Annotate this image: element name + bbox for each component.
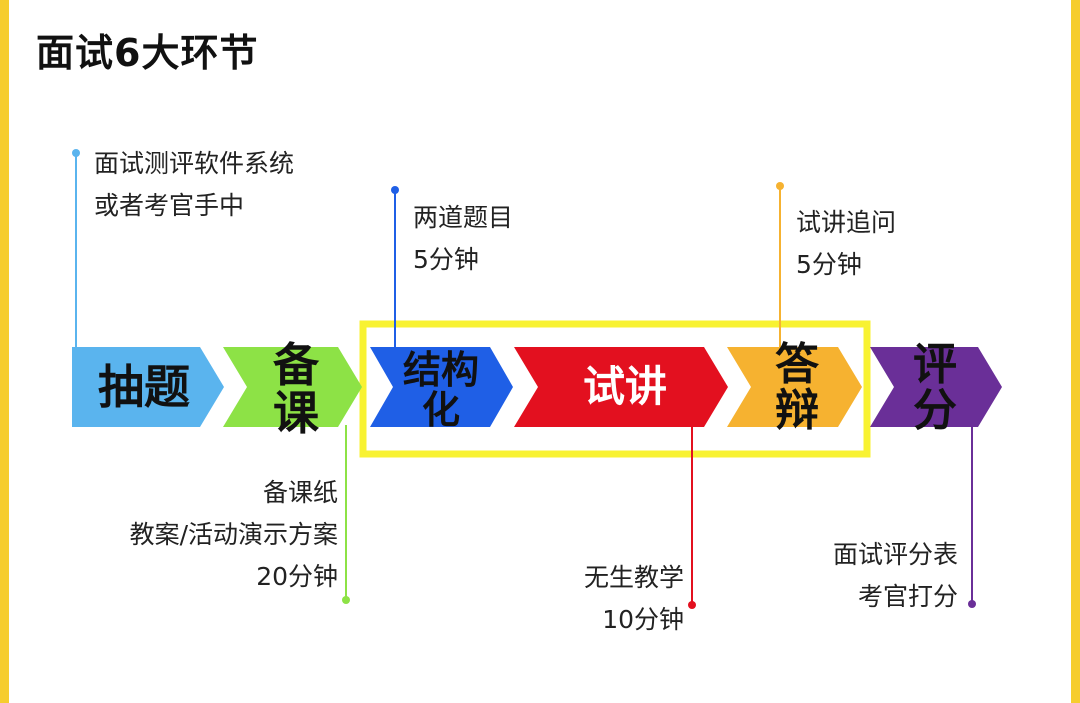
- stage-label-dabian-line2: 辩: [775, 385, 819, 436]
- note-pingfen-line2: 考官打分: [857, 582, 958, 611]
- note-beike: 备课纸 教案/活动演示方案 20分钟: [130, 472, 338, 598]
- frame-right-border: [1071, 0, 1080, 703]
- frame-left-border: [0, 0, 9, 703]
- stage-arrow-choupi: [72, 347, 224, 427]
- stage-label-choupi-line1: 抽题: [98, 359, 190, 414]
- connector-dot-jiegouhua: [391, 186, 399, 194]
- stage-label-beike: 备课: [248, 337, 344, 441]
- stage-label-dabian: 答辩: [750, 334, 844, 442]
- diagram-title: 面试6大环节: [36, 31, 259, 75]
- connector-dot-beike: [342, 596, 350, 604]
- stage-arrow-jiegouhua: [370, 347, 513, 427]
- stage-label-beike-line1: 备: [273, 337, 319, 392]
- connector-dot-dabian: [776, 182, 784, 190]
- note-shijiang: 无生教学 10分钟: [584, 557, 684, 641]
- note-choupi-line1: 面试测评软件系统: [94, 149, 295, 178]
- stage-arrow-pingfen: [870, 347, 1002, 427]
- connector-dot-pingfen: [968, 600, 976, 608]
- stage-arrow-shijiang: [514, 347, 728, 427]
- note-dabian: 试讲追问 5分钟: [796, 202, 896, 286]
- note-jiegouhua: 两道题目 5分钟: [413, 197, 513, 281]
- note-beike-line2: 教案/活动演示方案: [129, 520, 338, 549]
- note-beike-line1: 备课纸: [262, 478, 338, 507]
- note-pingfen-line1: 面试评分表: [832, 540, 958, 569]
- stage-arrow-dabian: [727, 347, 862, 427]
- stage-label-choupi: 抽题: [78, 347, 210, 427]
- stage-label-pingfen-line2: 分: [913, 385, 957, 436]
- stage-label-jiegouhua-line2: 化: [421, 388, 460, 432]
- note-jiegouhua-line1: 两道题目: [413, 203, 514, 232]
- stage-label-pingfen: 评分: [892, 334, 978, 442]
- note-pingfen: 面试评分表 考官打分: [833, 534, 958, 618]
- stage-label-beike-line2: 课: [273, 386, 319, 440]
- note-dabian-line1: 试讲追问: [796, 208, 897, 237]
- stage-label-jiegouhua-line1: 结构: [402, 348, 479, 393]
- connector-dot-shijiang: [688, 601, 696, 609]
- connector-dot-choupi: [72, 149, 80, 157]
- note-jiegouhua-line2: 5分钟: [413, 245, 479, 274]
- stage-label-shijiang-line1: 试讲: [582, 361, 667, 411]
- stage-label-pingfen-line1: 评: [913, 338, 957, 390]
- highlight-box: [359, 320, 871, 458]
- stage-label-dabian-line1: 答: [775, 338, 819, 390]
- stage-label-shijiang: 试讲: [540, 347, 710, 427]
- note-choupi-line2: 或者考官手中: [94, 191, 245, 220]
- note-shijiang-line1: 无生教学: [583, 563, 684, 592]
- note-beike-line3: 20分钟: [256, 562, 338, 591]
- note-choupi: 面试测评软件系统 或者考官手中: [94, 143, 294, 227]
- stage-label-jiegouhua: 结构化: [386, 345, 496, 437]
- note-dabian-line2: 5分钟: [796, 250, 862, 279]
- stage-arrow-beike: [223, 347, 362, 427]
- note-shijiang-line2: 10分钟: [602, 605, 684, 634]
